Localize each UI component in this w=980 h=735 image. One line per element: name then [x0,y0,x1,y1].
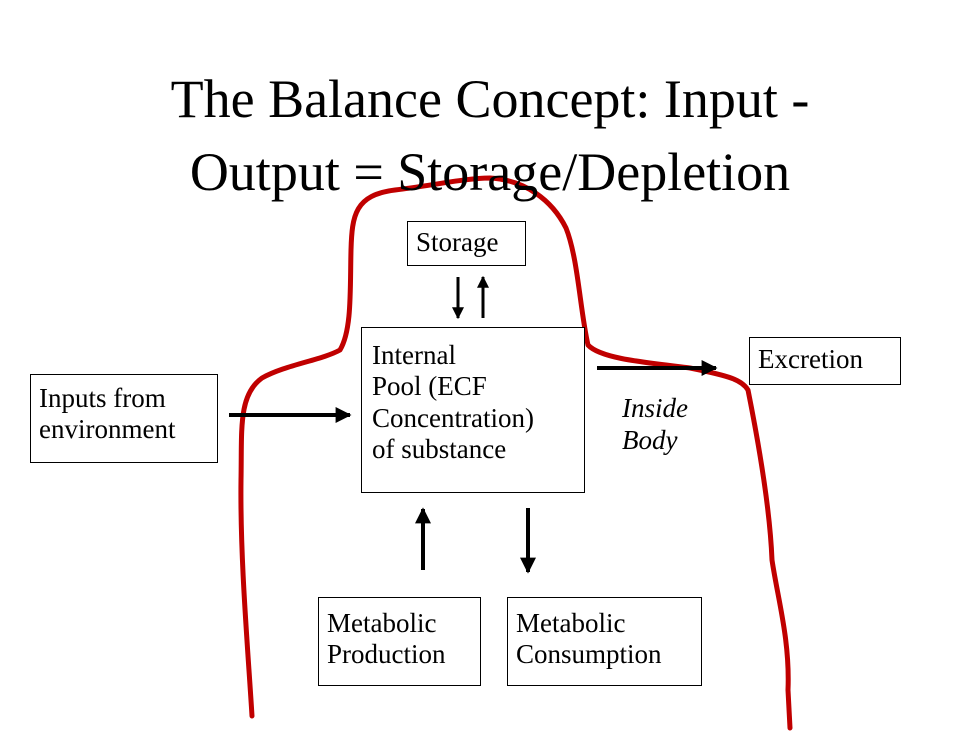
inputs-label-line-2: environment [39,414,176,445]
storage-box: Storage [407,221,526,266]
metabolic-consumption-label-line-1: Metabolic [516,608,626,638]
storage-label: Storage [416,227,499,257]
inside-body-label-line-1: Inside [622,393,688,423]
inside-body-label: Inside Body [622,392,688,457]
inside-body-label-line-2: Body [622,425,678,456]
metabolic-production-label-line-1: Metabolic [327,608,437,638]
excretion-label: Excretion [758,344,863,374]
excretion-box: Excretion [749,337,901,385]
internal-pool-label-line-1: Internal [372,340,456,370]
inputs-label-line-1: Inputs from [39,383,166,413]
internal-pool-label-line-2: Pool (ECF [372,371,487,402]
internal-pool-label-line-3: Concentration) [372,402,534,433]
internal-pool-label-line-4: of substance [372,433,507,464]
metabolic-consumption-box: Metabolic Consumption [507,597,702,686]
internal-pool-box: Internal Pool (ECF Concentration) of sub… [361,327,585,493]
page-title-line-2: Output = Storage/Depletion [189,142,791,202]
metabolic-consumption-label-line-2: Consumption [516,639,662,670]
inputs-box: Inputs from environment [30,374,218,463]
body-boundary-line [238,175,793,731]
page-title-line-1: The Balance Concept: Input - [170,69,810,129]
metabolic-production-label-line-2: Production [327,639,446,670]
metabolic-production-box: Metabolic Production [318,597,481,686]
